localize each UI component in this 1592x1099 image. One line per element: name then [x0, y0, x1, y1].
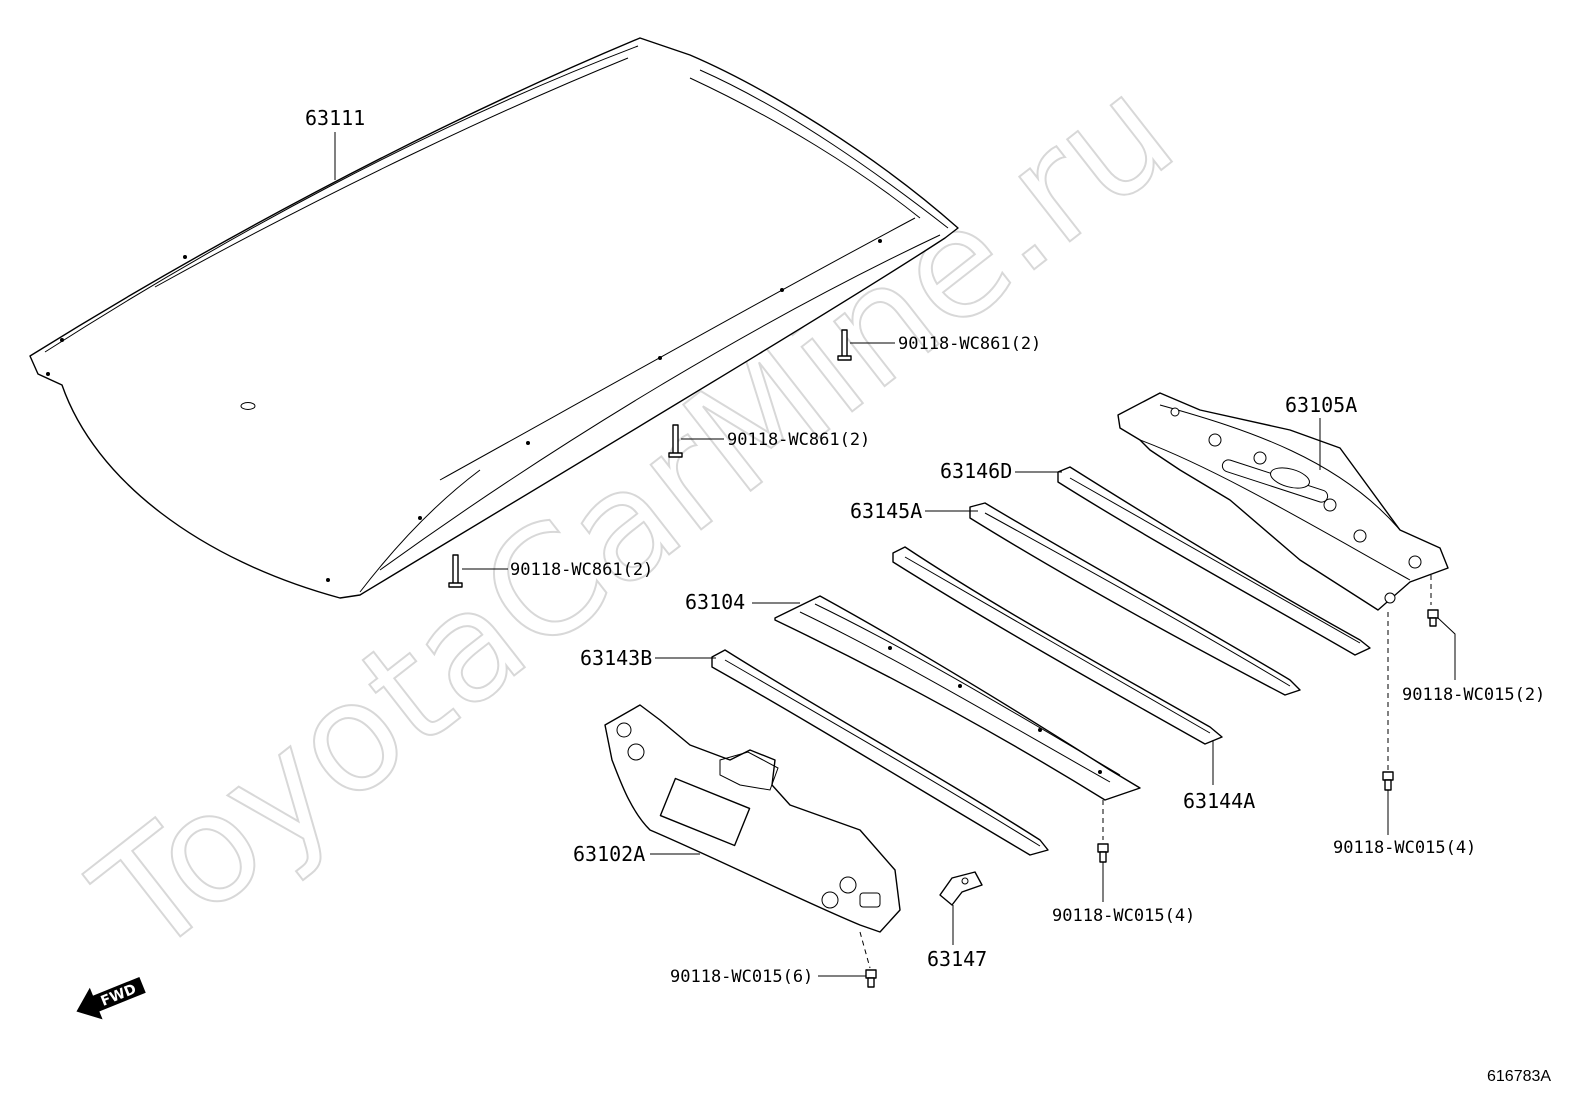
- leader-wc015-2: [1437, 617, 1456, 680]
- rail-63104[interactable]: [774, 595, 1141, 801]
- pin-wc861-a[interactable]: [837, 329, 852, 361]
- rail-63144A[interactable]: [892, 546, 1223, 745]
- alignment-line: [859, 931, 871, 969]
- label-63102A[interactable]: 63102A: [573, 842, 645, 866]
- panel-63102A[interactable]: [604, 704, 901, 933]
- label-63104[interactable]: 63104: [685, 590, 745, 614]
- label-63145A[interactable]: 63145A: [850, 499, 922, 523]
- bracket-63147[interactable]: [939, 871, 983, 906]
- label-63147[interactable]: 63147: [927, 947, 987, 971]
- bolt-wc015-4-right[interactable]: [1382, 771, 1394, 791]
- rail-63146D[interactable]: [1057, 466, 1371, 656]
- label-wc015-6[interactable]: 90118-WC015(6): [670, 967, 813, 987]
- rail-63145A[interactable]: [969, 502, 1301, 696]
- label-63105A[interactable]: 63105A: [1285, 393, 1357, 417]
- label-63111[interactable]: 63111: [305, 106, 365, 130]
- label-wc015-4-right[interactable]: 90118-WC015(4): [1333, 838, 1476, 858]
- rail-63143B[interactable]: [711, 649, 1049, 856]
- bolt-wc015-2[interactable]: [1427, 609, 1439, 627]
- label-63143B[interactable]: 63143B: [580, 646, 652, 670]
- pin-wc861-c[interactable]: [448, 554, 463, 588]
- fwd-arrow-icon: FWD: [76, 976, 146, 1020]
- label-wc861-b[interactable]: 90118-WC861(2): [727, 430, 870, 450]
- label-wc015-4-mid[interactable]: 90118-WC015(4): [1052, 906, 1195, 926]
- label-wc015-2[interactable]: 90118-WC015(2): [1402, 685, 1545, 705]
- roof-panel-63111[interactable]: [29, 37, 959, 599]
- label-wc861-c[interactable]: 90118-WC861(2): [510, 560, 653, 580]
- label-63144A[interactable]: 63144A: [1183, 789, 1255, 813]
- bolt-wc015-6[interactable]: [865, 969, 877, 988]
- bolt-wc015-4-mid[interactable]: [1097, 843, 1109, 863]
- pin-wc861-b[interactable]: [668, 424, 683, 458]
- label-63146D[interactable]: 63146D: [940, 459, 1012, 483]
- label-wc861-a[interactable]: 90118-WC861(2): [898, 334, 1041, 354]
- panel-63105A[interactable]: [1117, 392, 1449, 611]
- diagram-ref: 616783A: [1487, 1068, 1551, 1085]
